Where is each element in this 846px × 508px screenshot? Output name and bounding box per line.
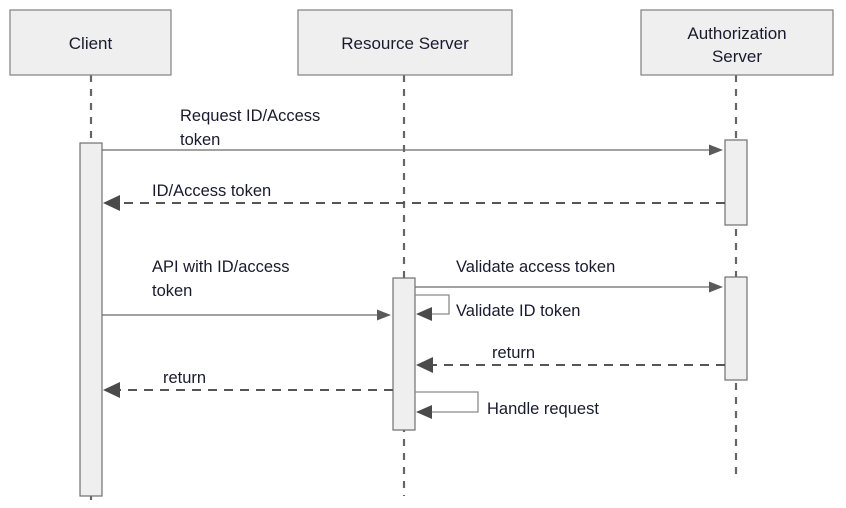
- arrowhead-right-icon: [709, 144, 723, 156]
- participant-label-authorization-server-line2: Server: [712, 47, 762, 66]
- participant-resource-server[interactable]: Resource Server: [297, 9, 513, 76]
- activation-bar-resource-server[interactable]: [392, 277, 416, 431]
- message-label-validate-id-token: Validate ID token: [456, 302, 580, 320]
- activation-bar-authorization-server-2[interactable]: [724, 276, 748, 381]
- participant-label-resource-server: Resource Server: [341, 34, 469, 53]
- arrowhead-left-icon: [416, 405, 432, 419]
- message-request-id-access-token[interactable]: Request ID/Access token: [102, 107, 723, 156]
- activation-bar-authorization-server-1[interactable]: [724, 139, 748, 226]
- message-label-request-id-access-token-line1: Request ID/Access: [180, 107, 320, 125]
- message-handle-request-self[interactable]: Handle request: [415, 391, 599, 419]
- participant-box-authorization-server[interactable]: [640, 9, 834, 76]
- message-label-validate-access-token: Validate access token: [456, 258, 615, 276]
- message-api-with-id-access-token[interactable]: API with ID/access token: [102, 258, 391, 321]
- message-label-request-id-access-token-line2: token: [180, 131, 220, 149]
- participant-box-client[interactable]: [9, 9, 172, 76]
- message-return-auth-to-resource[interactable]: return: [416, 344, 725, 373]
- message-label-api-with-id-access-token-line1: API with ID/access: [152, 258, 290, 276]
- arrowhead-left-icon: [103, 195, 120, 211]
- message-label-api-with-id-access-token-line2: token: [152, 282, 192, 300]
- message-label-return-resource-to-client: return: [163, 369, 206, 387]
- message-return-resource-to-client[interactable]: return: [103, 369, 393, 398]
- arrowhead-left-icon: [103, 382, 120, 398]
- arrowhead-right-icon: [709, 281, 723, 293]
- message-line-handle-request-self: [415, 391, 479, 413]
- message-validate-id-token-self[interactable]: Validate ID token: [415, 294, 580, 321]
- arrowhead-right-icon: [377, 309, 391, 321]
- message-label-return-auth-to-resource: return: [492, 344, 535, 362]
- message-line-validate-id-token-self: [415, 294, 450, 315]
- message-label-id-access-token: ID/Access token: [152, 182, 271, 200]
- message-validate-access-token[interactable]: Validate access token: [415, 258, 723, 293]
- activation-bars-layer: [79, 139, 748, 497]
- arrowhead-left-icon: [416, 357, 433, 373]
- participant-label-client: Client: [69, 34, 113, 53]
- participant-authorization-server[interactable]: Authorization Server: [640, 9, 834, 76]
- activation-bar-client[interactable]: [79, 142, 103, 497]
- arrowhead-left-icon: [416, 307, 432, 321]
- participant-box-resource-server[interactable]: [297, 9, 513, 76]
- participant-client[interactable]: Client: [9, 9, 172, 76]
- message-id-access-token-return[interactable]: ID/Access token: [103, 182, 725, 211]
- message-label-handle-request: Handle request: [487, 400, 599, 418]
- participant-label-authorization-server-line1: Authorization: [687, 24, 786, 43]
